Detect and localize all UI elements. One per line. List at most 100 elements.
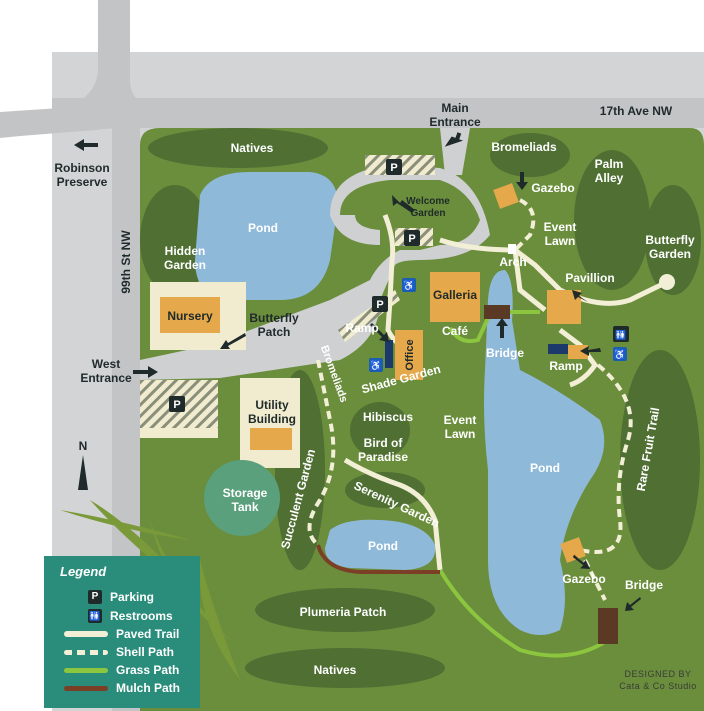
main-loop-road [140,165,490,380]
svg-text:P: P [376,299,383,311]
mulch-path-swatch [64,685,108,691]
bridge-mid [484,305,510,319]
gazebo-top-label: Gazebo [531,181,574,195]
butterfly-patch-label: Butterfly [249,311,299,325]
tree-cluster [574,150,650,290]
legend-title: Legend [60,564,107,579]
street-label: 99th St NW [119,230,133,294]
legend: Legend P Parking 🚻 Restrooms Paved Trail… [44,556,200,708]
pavillion-label: Pavillion [565,271,614,285]
palm-alley-label: Palm [595,157,624,171]
accessible-icon: ♿ [369,358,383,372]
event-lawn-mid-label: Event [444,413,477,427]
galleria-building [430,272,480,322]
west-pad [140,428,218,438]
utility-building-label: Utility [255,398,289,412]
plumeria-patch-label: Plumeria Patch [300,605,387,619]
trail-end [659,274,675,290]
galleria-label: Galleria [433,288,477,302]
bird-paradise-label: Bird of [364,436,404,450]
bridge-mid-label: Bridge [486,346,524,360]
arch [508,244,516,254]
bromeliads-top-label: Bromeliads [491,140,557,154]
pond-small-label: Pond [368,539,398,553]
parking-icon: P [88,590,102,604]
tree-cluster [148,128,328,168]
north-label: N [79,439,88,453]
tree-cluster [490,133,570,177]
tree-cluster [645,185,701,295]
restroom-icon: 🚻 [613,326,629,342]
office-building [395,330,423,380]
natives-top-label: Natives [231,141,274,155]
restroom-icon: 🚻 [88,609,102,623]
paved-trail-swatch [64,631,108,637]
hidden-garden-label: Hidden [165,244,206,258]
tree-cluster [255,588,435,632]
svg-text:P: P [390,162,397,174]
arrow-icon [74,132,641,611]
main-entrance-label: Main [441,101,468,115]
legend-item-restrooms: 🚻 Restrooms [88,609,173,623]
shell-path [579,363,633,554]
utility-building [250,428,292,450]
avenue-label: 17th Ave NW [600,104,673,118]
tree-cluster [620,350,700,570]
nursery-label: Nursery [167,309,213,323]
north-arrow-icon [78,455,88,490]
ramp-left [385,340,393,368]
gazebo-top [493,183,519,209]
natives-bottom-label: Natives [314,663,357,677]
mulch-path [316,544,440,574]
svg-text:🚻: 🚻 [615,329,626,340]
parking-icon: P [404,230,420,246]
restroom-building [568,345,588,359]
grass-path-swatch [64,667,108,673]
ramp-right [548,344,568,354]
svg-text:P: P [408,233,415,245]
parking-icon: P [386,159,402,175]
accessible-icon: ♿ [402,278,416,292]
parking-icon: P [169,396,185,412]
svg-text:♿: ♿ [370,359,382,372]
ramp-left-label: Ramp [345,321,378,335]
gazebo-bottom [560,537,586,563]
butterfly-garden-label: Butterfly [645,233,695,247]
tree-cluster [140,185,210,295]
bridge-bottom [598,608,618,644]
legend-item-mulch-path: Mulch Path [64,680,180,696]
tree-cluster [350,402,410,458]
legend-item-grass-path: Grass Path [64,662,179,678]
pond-big-label: Pond [530,461,560,475]
west-entrance-label: West [92,357,120,371]
storage-tank-label: Storage [223,486,268,500]
tree-cluster [245,648,445,688]
accessible-icon: ♿ [613,347,627,361]
legend-item-paved-trail: Paved Trail [64,626,179,642]
office-label: Office [404,339,416,370]
utility-pad [240,378,300,468]
paved-trail [343,457,443,571]
cafe-label: Café [442,324,468,338]
tree-cluster [345,472,425,508]
legend-item-parking: P Parking [64,589,154,605]
pond-top [195,172,338,300]
grass-path [448,317,490,344]
legend-item-shell-path: Shell Path [64,644,174,660]
parking-icon: P [372,296,388,312]
robinson-label: Robinson [54,161,109,175]
gazebo-bottom-label: Gazebo [562,572,605,586]
storage-tank [204,460,280,536]
avenue-road [52,98,704,128]
diagonal-road [0,0,160,138]
